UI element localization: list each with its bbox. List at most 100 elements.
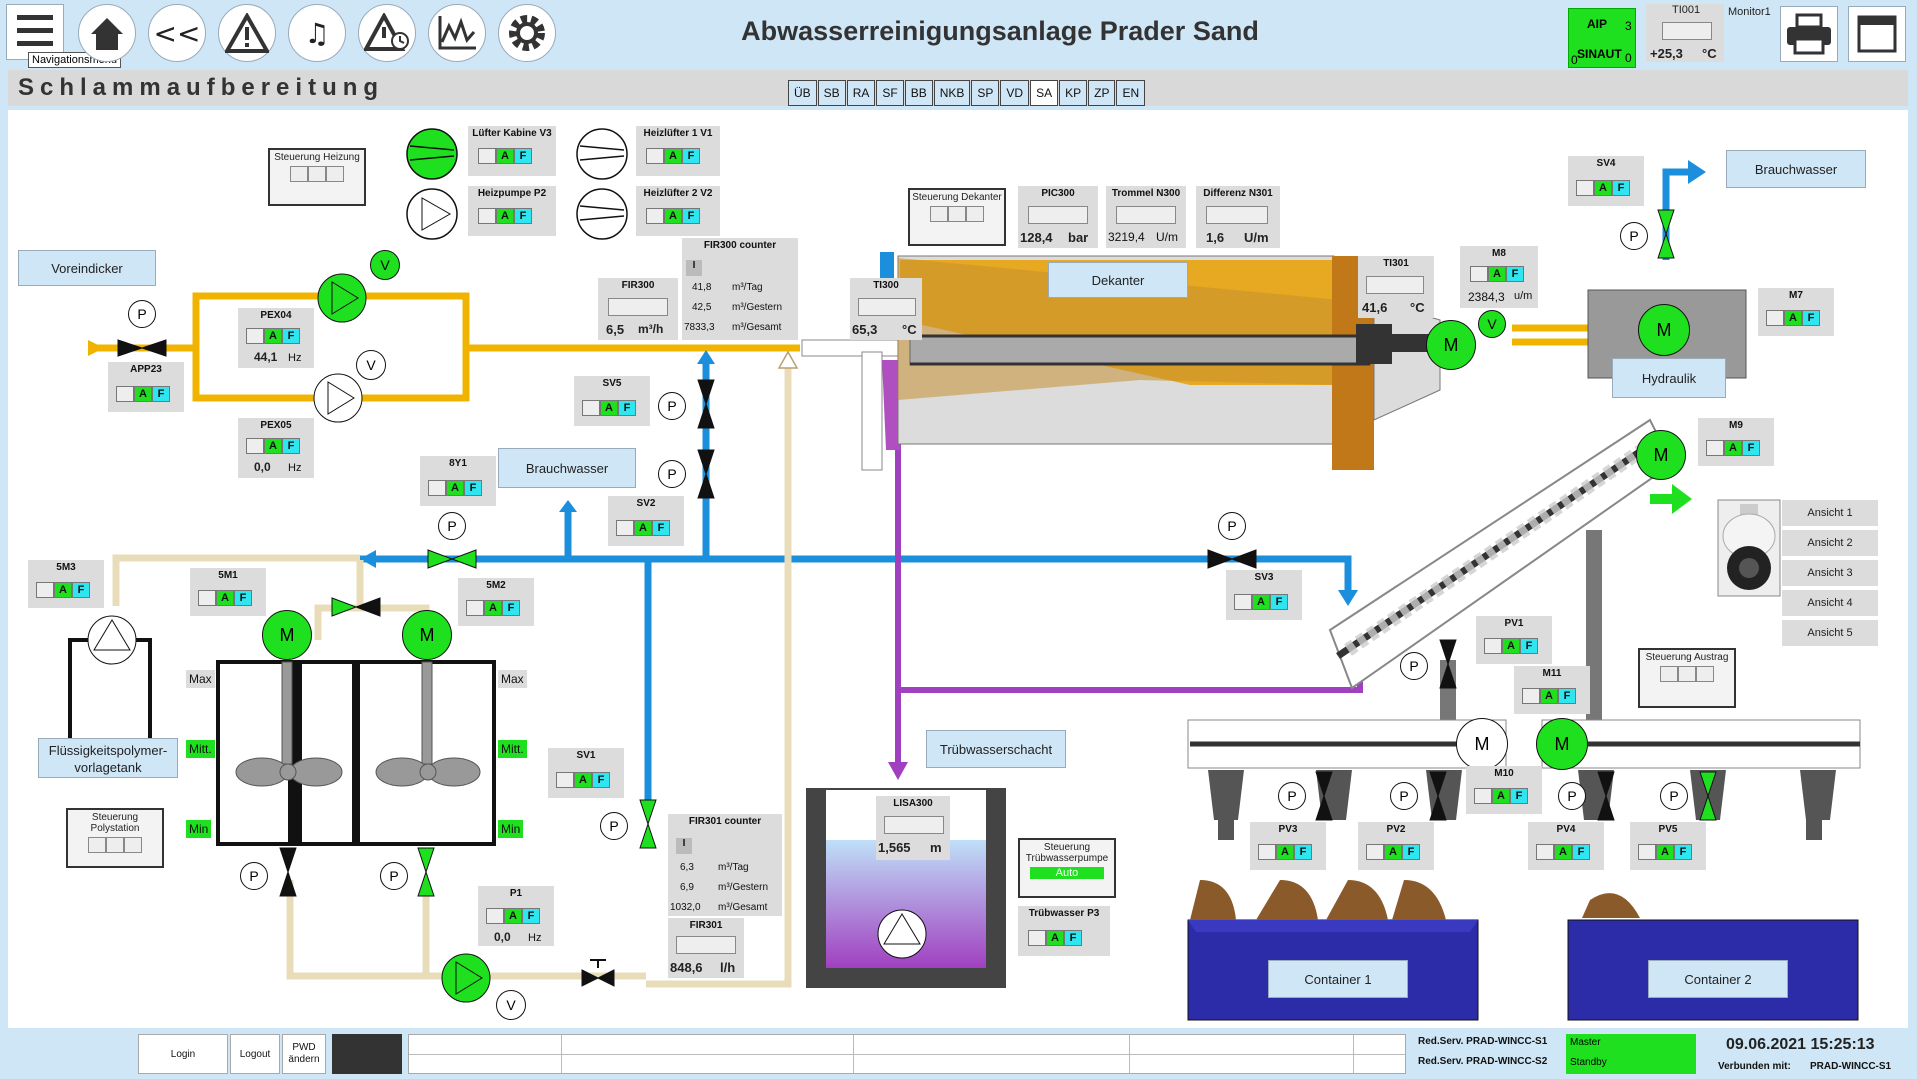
motor-m9[interactable]: M	[1636, 430, 1686, 480]
steuerung-polystation[interactable]: Steuerung Polystation	[66, 808, 164, 868]
motor-5m2[interactable]: M	[402, 610, 452, 660]
trommel-n300-widget[interactable]: Trommel N300 3219,4 U/m	[1106, 186, 1186, 248]
tab-kp[interactable]: KP	[1059, 80, 1088, 106]
truebwasserschacht-label[interactable]: Trübwasserschacht	[926, 730, 1066, 768]
differenz-n301-unit: U/m	[1244, 230, 1269, 245]
tab-vd[interactable]: VD	[1000, 80, 1030, 106]
view-5-button[interactable]: Ansicht 5	[1782, 620, 1878, 646]
settings-button[interactable]	[498, 4, 556, 62]
print-button[interactable]	[1780, 6, 1838, 62]
view-1-button[interactable]: Ansicht 1	[1782, 500, 1878, 526]
sv4-label: SV4	[1596, 158, 1616, 169]
view-2-button[interactable]: Ansicht 2	[1782, 530, 1878, 556]
pwd-change-button[interactable]: PWD ändern	[282, 1034, 326, 1074]
alarm-line[interactable]	[408, 1034, 1406, 1074]
trend-button[interactable]	[428, 4, 486, 62]
tab-en[interactable]: EN	[1116, 80, 1146, 106]
pic300-widget[interactable]: PIC300 128,4 bar	[1018, 186, 1098, 248]
logout-button[interactable]: Logout	[230, 1034, 280, 1074]
motor-5m1[interactable]: M	[262, 610, 312, 660]
tab-ub[interactable]: ÜB	[788, 80, 817, 106]
p-indicator-sv2: P	[658, 460, 686, 488]
ti300-widget[interactable]: TI300 65,3 °C	[850, 278, 922, 340]
motor-m11[interactable]: M	[1536, 718, 1588, 770]
home-button[interactable]	[78, 4, 136, 62]
steuerung-austrag[interactable]: Steuerung Austrag	[1638, 648, 1736, 708]
level-max-left: Max	[186, 670, 215, 688]
alarm-button[interactable]	[218, 4, 276, 62]
aip-status[interactable]: AIP 3 SINAUT 0 0	[1568, 8, 1636, 68]
tab-ra[interactable]: RA	[846, 80, 876, 106]
sound-button[interactable]: ♫	[288, 4, 346, 62]
window-button[interactable]	[1848, 6, 1906, 62]
tab-sb[interactable]: SB	[817, 80, 846, 106]
tab-sa[interactable]: SA	[1030, 80, 1059, 106]
motor-hydraulik[interactable]: M	[1638, 304, 1690, 356]
motor-m10[interactable]: M	[1456, 718, 1508, 770]
tab-sf[interactable]: SF	[876, 80, 904, 106]
dekanter-label[interactable]: Dekanter	[1048, 262, 1188, 298]
voreindicker-label[interactable]: Voreindicker	[18, 250, 156, 286]
p-indicator-sv5: P	[658, 392, 686, 420]
lisa300-widget[interactable]: LISA300 1,565 m	[876, 796, 950, 860]
tab-nkb[interactable]: NKB	[933, 80, 971, 106]
motor-dekanter[interactable]: M	[1426, 320, 1476, 370]
menu-button[interactable]	[6, 4, 64, 60]
tab-sp[interactable]: SP	[971, 80, 1000, 106]
ti301-widget[interactable]: TI301 41,6 °C	[1358, 256, 1434, 318]
ti300-box	[858, 298, 916, 316]
horizontal-conveyors	[1187, 719, 1861, 840]
brauchwasser-top-label[interactable]: Brauchwasser	[1726, 150, 1866, 188]
alarm-history-button[interactable]	[358, 4, 416, 62]
fir300-counter-widget[interactable]: FIR300 counter I 41,8 m³/Tag 42,5 m³/Ges…	[682, 238, 798, 340]
steuerung-dekanter[interactable]: Steuerung Dekanter	[908, 188, 1006, 246]
view-3-button[interactable]: Ansicht 3	[1782, 560, 1878, 586]
steuerung-truebwasserpumpe[interactable]: Steuerung Trübwasserpumpe Auto	[1018, 838, 1116, 898]
steuerung-heizung[interactable]: Steuerung Heizung	[268, 148, 366, 206]
fir300-widget[interactable]: FIR300 6,5 m³/h	[598, 278, 678, 340]
container-2-label[interactable]: Container 2	[1648, 960, 1788, 998]
login-button[interactable]: Login	[138, 1034, 228, 1074]
fir301-widget[interactable]: FIR301 848,6 l/h	[668, 918, 744, 978]
differenz-n301-widget[interactable]: Differenz N301 1,6 U/m	[1196, 186, 1280, 248]
hydraulik-label[interactable]: Hydraulik	[1612, 358, 1726, 398]
tab-bb[interactable]: BB	[904, 80, 933, 106]
container-1-label[interactable]: Container 1	[1268, 960, 1408, 998]
keyboard-icon[interactable]	[332, 1034, 402, 1074]
back-button[interactable]: <<	[148, 4, 206, 62]
ti001-widget[interactable]: TI001 +25,3 °C	[1646, 4, 1724, 62]
brauchwasser-mid-label[interactable]: Brauchwasser	[498, 448, 636, 488]
fir301-counter-widget[interactable]: FIR301 counter I 6,3 m³/Tag 6,9 m³/Geste…	[668, 814, 782, 916]
polymer-tank-label[interactable]: Flüssigkeitspolymer-vorlagetank	[38, 738, 178, 778]
view-4-button[interactable]: Ansicht 4	[1782, 590, 1878, 616]
tab-zp[interactable]: ZP	[1088, 80, 1116, 106]
